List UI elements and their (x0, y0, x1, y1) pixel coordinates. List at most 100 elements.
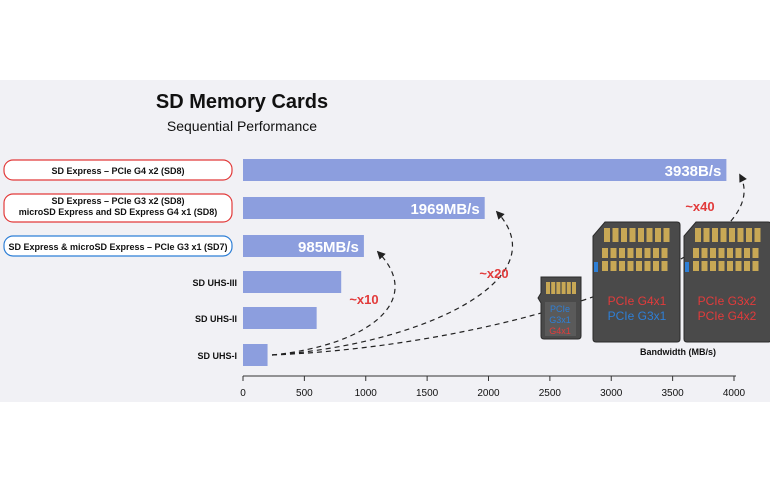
category-label-0-line-0: SD Express – PCIe G4 x2 (SD8) (51, 166, 184, 176)
sd-card-g4x1-row2-contact-2 (619, 248, 625, 258)
sd-card-g4x1-row2-contact-14 (653, 261, 659, 271)
bar-2 (243, 235, 364, 257)
sd-card-g4x1-contact-6 (655, 228, 661, 242)
bar-4 (243, 307, 317, 329)
microsd-contact-3 (561, 282, 566, 294)
sd-card-g4x1-row2-contact-0 (602, 248, 608, 258)
sd-card-g4x1-contact-2 (621, 228, 627, 242)
sd-card-g3x2-label-line-2: PCIe G4x2 (698, 309, 757, 323)
sd-card-g3x2-label-line-1: PCIe G3x2 (698, 294, 757, 308)
category-label-1-line-1: microSD Express and SD Express G4 x1 (SD… (19, 207, 218, 217)
chart-title: SD Memory Cards (156, 91, 328, 113)
sd-card-g4x1-contacts (602, 228, 670, 271)
sd-card-g3x2-row2-contact-3 (718, 248, 725, 258)
x-tick-label-1: 500 (296, 388, 313, 399)
sd-card-g4x1-row2-contact-5 (644, 248, 651, 258)
sd-card-g3x2-row2-contact-13 (735, 261, 742, 271)
sd-card-g4x1-label-line-2: PCIe G3x1 (608, 309, 667, 323)
sd-card-g3x2-switch (685, 262, 689, 272)
multiplier-arrow-1 (271, 210, 513, 356)
sd-card-g4x1-label-line-1: PCIe G4x1 (608, 294, 667, 308)
sd-card-g4x1-row2-contact-8 (602, 261, 608, 271)
sd-card-g4x1-row2-contact-9 (610, 261, 617, 271)
sd-card-g3x2-contact-4 (729, 228, 735, 242)
sd-card-g4x1-illustration: PCIe G4x1 PCIe G3x1 (592, 221, 681, 343)
microsd-contact-1 (551, 282, 556, 294)
bar-5 (243, 344, 268, 366)
sd-card-g4x1-contact-7 (663, 228, 670, 242)
sd-card-g3x2-row2-contact-4 (727, 248, 733, 258)
sd-card-g3x2-row2-contact-5 (735, 248, 742, 258)
sd-card-g4x1-row2-contact-11 (627, 261, 634, 271)
sd-card-g3x2-row2-contact-12 (727, 261, 733, 271)
sd-card-g3x2-contact-7 (754, 228, 761, 242)
bar-value-label-0: 3938B/s (665, 163, 722, 180)
sd-card-g3x2-row2-contact-10 (710, 261, 716, 271)
sd-card-g3x2-row2-contact-14 (744, 261, 750, 271)
x-tick-label-5: 2500 (539, 388, 562, 399)
x-tick-label-6: 3000 (600, 388, 623, 399)
sd-card-g4x1-contact-5 (646, 228, 653, 242)
category-box-0 (3, 159, 233, 181)
microsd-contact-2 (556, 282, 561, 294)
sd-card-g4x1-row2-contact-15 (661, 261, 668, 271)
x-tick-label-8: 4000 (723, 388, 746, 399)
x-tick-label-4: 2000 (477, 388, 500, 399)
category-label-1-line-0: SD Express – PCIe G3 x2 (SD8) (51, 196, 184, 206)
bar-3 (243, 271, 342, 293)
sd-card-g3x2-row2-contact-0 (693, 248, 699, 258)
microsd-card-illustration: PCIe G3x1 G4x1 (537, 276, 582, 340)
multiplier-label-2: ~x40 (685, 199, 714, 214)
sd-card-g3x2-row2-contact-6 (744, 248, 750, 258)
sd-card-g3x2-contact-1 (703, 228, 710, 242)
x-tick-label-3: 1500 (416, 388, 439, 399)
sd-card-g4x1-contact-4 (638, 228, 644, 242)
sd-card-g3x2-row2-contact-11 (718, 261, 725, 271)
multiplier-arrows-layer: ~x10 ~x20 ~x40 (271, 173, 747, 356)
sd-card-g3x2-row2-contact-15 (752, 261, 759, 271)
sd-card-g3x2-contact-3 (720, 228, 727, 242)
bar-0 (243, 159, 727, 181)
category-box-1 (3, 193, 233, 223)
sd-card-g4x1-row2-contact-12 (636, 261, 642, 271)
x-tick-label-0: 0 (240, 388, 246, 399)
category-label-5-line-0: SD UHS-I (197, 351, 237, 361)
category-box-2 (3, 235, 233, 257)
category-label-2-line-0: SD Express & microSD Express – PCIe G3 x… (8, 242, 227, 252)
category-label-4-line-0: SD UHS-II (195, 314, 237, 324)
sd-card-g4x1-row2-contact-7 (661, 248, 668, 258)
microsd-contact-4 (566, 282, 571, 294)
sd-card-g3x2-contact-2 (712, 228, 718, 242)
microsd-label-panel (545, 302, 576, 336)
sd-card-g3x2-contact-6 (746, 228, 752, 242)
sd-card-g3x2-illustration: PCIe G3x2 PCIe G4x2 (683, 221, 770, 343)
sd-card-g3x2-row2-contact-9 (701, 261, 708, 271)
microsd-contact-0 (546, 282, 550, 294)
microsd-label-line-2: G3x1 (549, 315, 571, 325)
sd-card-g4x1-row2-contact-10 (619, 261, 625, 271)
multiplier-label-1: ~x20 (479, 266, 508, 281)
sd-card-g4x1-row2-contact-4 (636, 248, 642, 258)
sd-card-g3x2-row2-contact-7 (752, 248, 759, 258)
microsd-contact-5 (572, 282, 576, 294)
sd-card-g4x1-row2-contact-3 (627, 248, 634, 258)
chart-subtitle: Sequential Performance (167, 118, 317, 134)
bar-1 (243, 197, 485, 219)
microsd-contacts (546, 282, 576, 294)
card-illustrations: PCIe G3x1 G4x1 PCIe G4x1 PCIe G3x1 PCIe … (537, 221, 770, 343)
multiplier-label-0: ~x10 (349, 292, 378, 307)
sd-card-g4x1-switch (594, 262, 598, 272)
category-label-3-line-0: SD UHS-III (192, 278, 237, 288)
sd-card-g3x2-row2-contact-8 (693, 261, 699, 271)
x-tick-label-2: 1000 (355, 388, 378, 399)
sd-card-g4x1-contact-3 (629, 228, 636, 242)
microsd-label-line-1: PCIe (550, 304, 570, 314)
sd-card-g3x2-contacts (693, 228, 761, 271)
sd-card-g4x1-row2-contact-6 (653, 248, 659, 258)
category-labels-layer: SD Express – PCIe G4 x2 (SD8) SD Express … (3, 159, 237, 361)
sd-card-g4x1-row2-contact-13 (644, 261, 651, 271)
sd-card-g3x2-row2-contact-1 (701, 248, 708, 258)
sd-card-g3x2-contact-5 (737, 228, 744, 242)
